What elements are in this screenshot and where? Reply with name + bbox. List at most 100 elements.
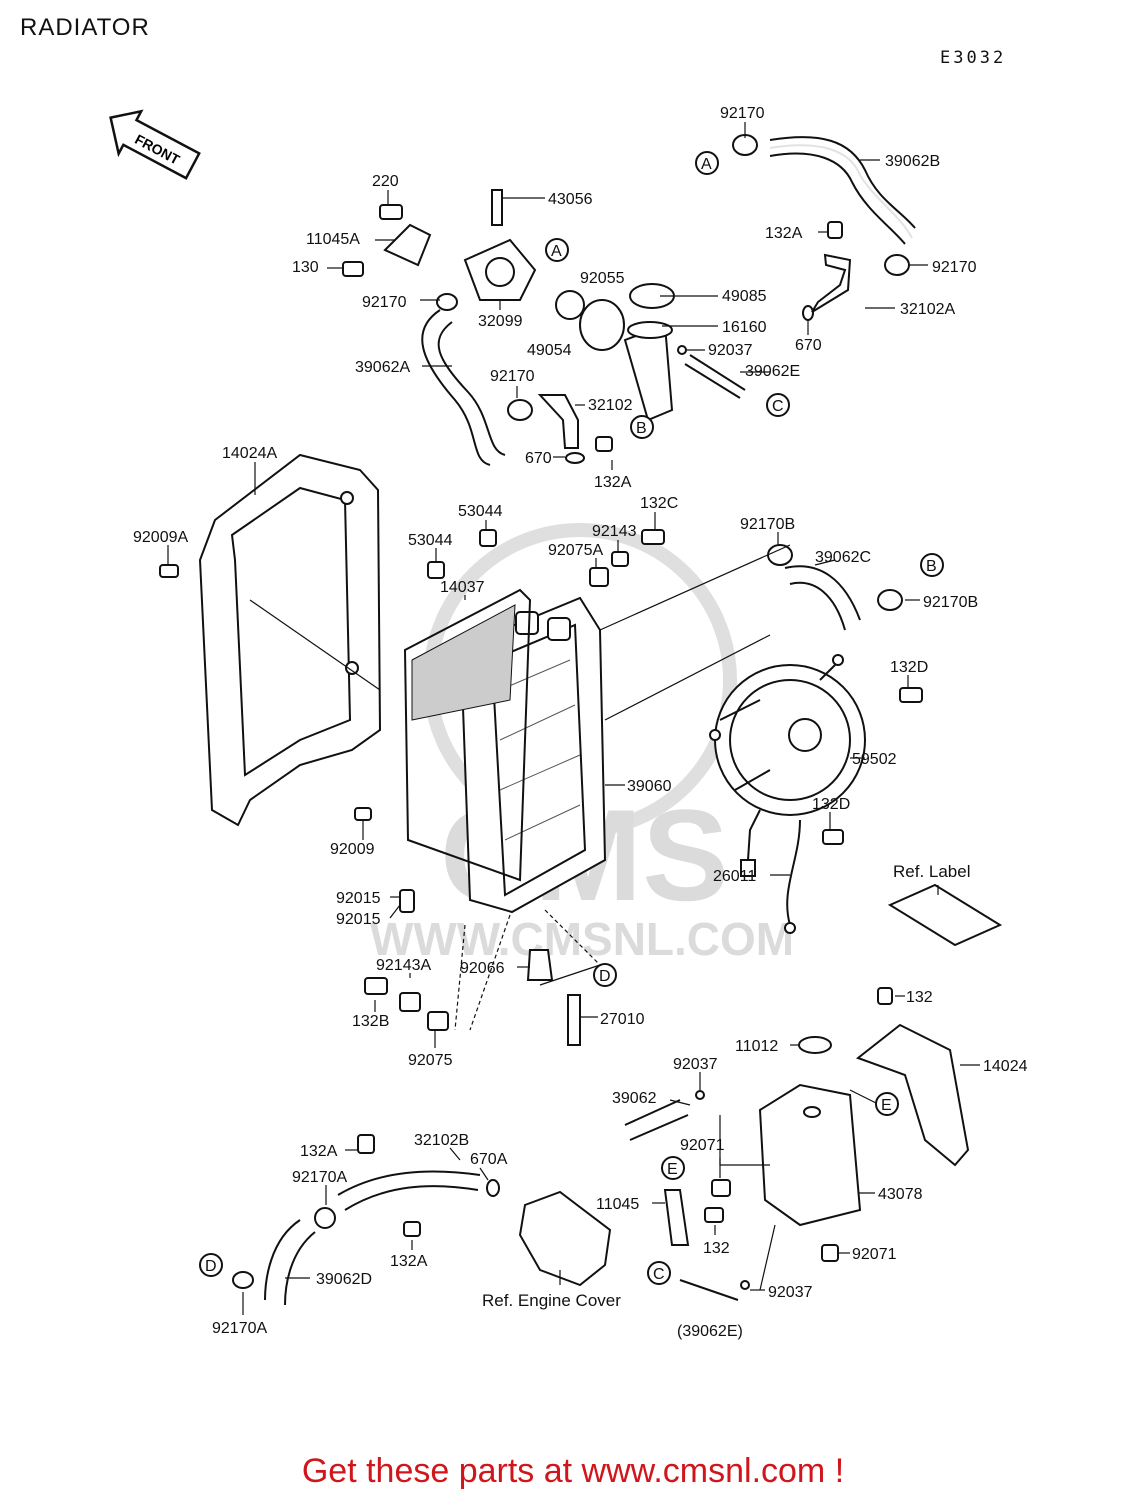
part-label: 26011 xyxy=(713,868,756,885)
part-label: 14024 xyxy=(983,1058,1028,1075)
part-label: 132A xyxy=(765,225,803,242)
part-label: 132B xyxy=(352,1013,389,1030)
cooling-fan xyxy=(709,654,866,877)
part-label: 32102 xyxy=(588,397,633,414)
part-labels: 92170 39062B 92170 132A 32102A 670 220 4… xyxy=(133,105,1028,1340)
hoses xyxy=(264,136,916,1306)
part-label: 39062D xyxy=(316,1271,372,1288)
part-label: 49054 xyxy=(527,342,572,359)
ref-label-text: Ref. Label xyxy=(893,862,971,881)
marker-d-2-text: D xyxy=(205,1258,217,1275)
fan-switch-lead xyxy=(786,819,801,926)
marker-b-2 xyxy=(920,553,944,577)
part-label: 16160 xyxy=(722,319,767,336)
marker-a-2 xyxy=(545,238,569,262)
part-label: 11012 xyxy=(735,1038,778,1055)
marker-b-2-text: B xyxy=(926,558,937,575)
part-label: 43078 xyxy=(878,1186,923,1203)
part-label: 130 xyxy=(292,259,319,276)
part-label: 670 xyxy=(795,337,822,354)
marker-d-1-text: D xyxy=(599,968,611,985)
part-label: 132C xyxy=(640,495,678,512)
marker-b-1-text: B xyxy=(636,420,647,437)
part-label: 92170A xyxy=(292,1169,347,1186)
part-label: 39062A xyxy=(355,359,410,376)
front-arrow-icon: FRONT xyxy=(109,109,201,180)
part-label: 43056 xyxy=(548,191,593,208)
part-label: 92066 xyxy=(460,960,505,977)
part-label: 39062E xyxy=(745,363,800,380)
engine-cover-ref xyxy=(518,1190,612,1287)
part-label: 92015 xyxy=(336,890,381,907)
part-label: 132D xyxy=(890,659,928,676)
part-label: 132 xyxy=(703,1240,730,1257)
part-label: 92143 xyxy=(592,523,637,540)
reference-markers: A A B B C C D D E E xyxy=(199,151,944,1285)
fasteners xyxy=(159,134,923,1290)
part-label: 92071 xyxy=(680,1137,725,1154)
part-label: 92075 xyxy=(408,1052,453,1069)
marker-c-1-text: C xyxy=(772,398,784,415)
marker-a-1 xyxy=(695,151,719,175)
part-label: 39062 xyxy=(612,1090,657,1107)
part-label: 670 xyxy=(525,450,552,467)
part-label: 14024A xyxy=(222,445,277,462)
part-label: 132 xyxy=(906,989,933,1006)
radiator-shroud xyxy=(198,453,382,827)
watermark-url: WWW.CMSNL.COM xyxy=(370,913,794,965)
footer-link[interactable]: Get these parts at www.cmsnl.com ! xyxy=(301,1452,845,1490)
part-label: 39062C xyxy=(815,549,871,566)
ref-label-plate xyxy=(887,883,1003,947)
marker-e-1 xyxy=(875,1092,899,1116)
part-label: 11045 xyxy=(596,1196,639,1213)
part-label: (39062E) xyxy=(677,1323,743,1340)
part-label: 92055 xyxy=(580,270,625,287)
marker-e-2-text: E xyxy=(667,1161,678,1178)
diagram-code: E3032 xyxy=(940,48,1007,68)
part-label: 53044 xyxy=(408,532,453,549)
part-label: 53044 xyxy=(458,503,503,520)
part-label: 92009A xyxy=(133,529,188,546)
leader-lines xyxy=(167,122,980,1315)
part-label: 132A xyxy=(300,1143,338,1160)
part-label: 92071 xyxy=(852,1246,897,1263)
marker-d-1 xyxy=(593,963,617,987)
part-label: 92170 xyxy=(490,368,535,385)
marker-d-2 xyxy=(199,1253,223,1277)
part-label: 39060 xyxy=(627,778,672,795)
part-label: 132D xyxy=(812,796,850,813)
marker-a-2-text: A xyxy=(551,243,562,260)
part-label: 92170 xyxy=(362,294,407,311)
part-label: 132A xyxy=(594,474,632,491)
marker-c-1 xyxy=(766,393,790,417)
marker-c-2-text: C xyxy=(653,1266,665,1283)
part-label: 92170B xyxy=(923,594,978,611)
reserve-tank-guard xyxy=(855,1023,970,1167)
part-label: 32102A xyxy=(900,301,955,318)
part-label: 132A xyxy=(390,1253,428,1270)
marker-c-2 xyxy=(647,1261,671,1285)
part-label: 39062B xyxy=(885,153,940,170)
part-label: 670A xyxy=(470,1151,508,1168)
marker-e-2 xyxy=(661,1156,685,1180)
part-label: 92143A xyxy=(376,957,431,974)
marker-b-1 xyxy=(630,415,654,439)
part-label: 14037 xyxy=(440,579,485,596)
part-label: 92009 xyxy=(330,841,375,858)
part-label: 92170 xyxy=(720,105,765,122)
part-label: 11045A xyxy=(306,231,360,248)
part-label: 92075A xyxy=(548,542,603,559)
part-label: 220 xyxy=(372,173,399,190)
part-label: 32102B xyxy=(414,1132,469,1149)
part-label: 92037 xyxy=(708,342,753,359)
radiator-screen xyxy=(403,588,532,882)
part-label: 92037 xyxy=(768,1284,813,1301)
reserve-tank xyxy=(758,1036,862,1227)
part-label: 59502 xyxy=(852,751,897,768)
marker-a-1-text: A xyxy=(701,156,712,173)
part-label: 92170 xyxy=(932,259,977,276)
thermostat-housing xyxy=(463,189,675,422)
part-label: 27010 xyxy=(600,1011,645,1028)
part-label: 92170B xyxy=(740,516,795,533)
